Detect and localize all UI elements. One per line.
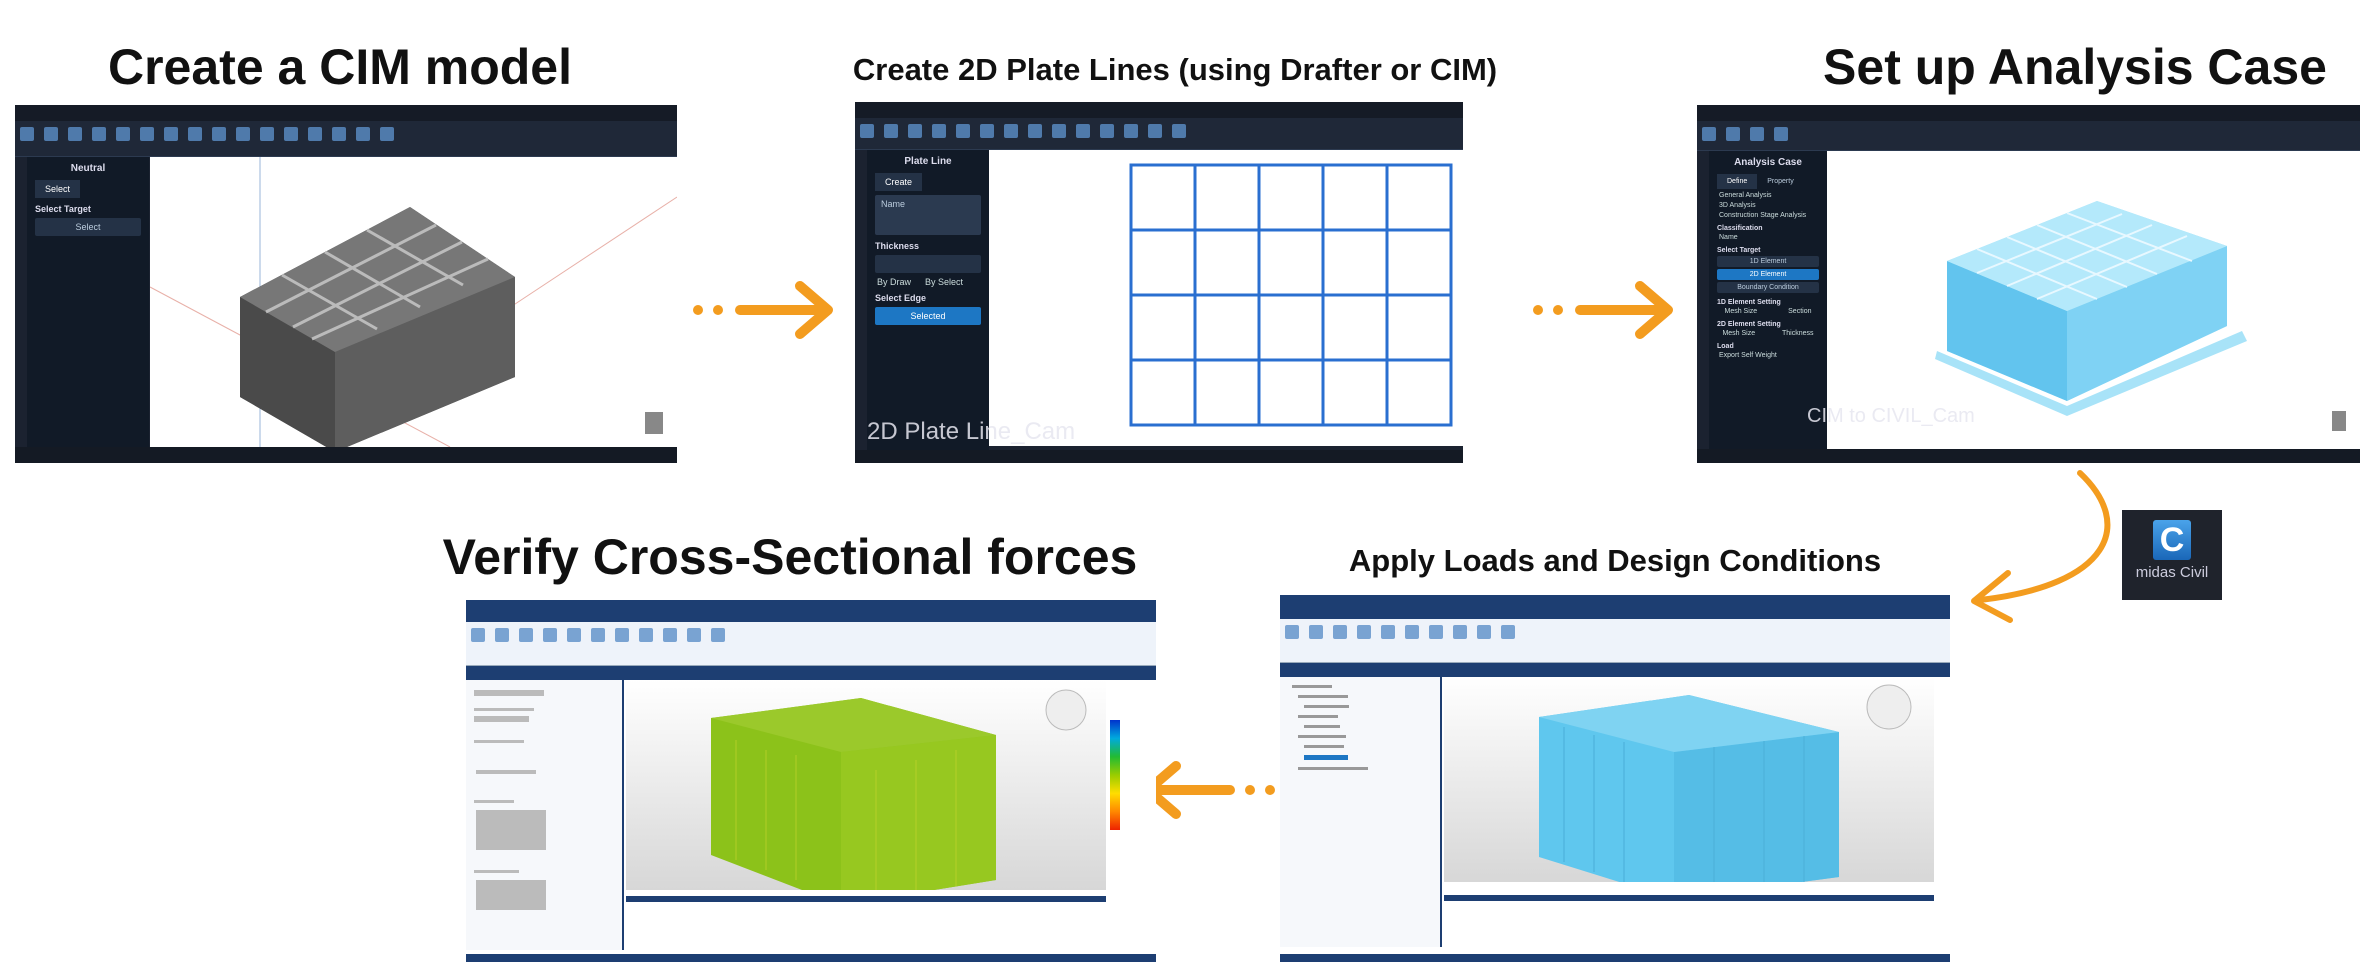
tab-property[interactable]: Property xyxy=(1767,178,1794,185)
thickness-tab[interactable]: Thickness xyxy=(1782,330,1814,337)
midas-civil-icon: C xyxy=(2153,520,2191,560)
title-bar xyxy=(1697,105,2360,121)
ribbon xyxy=(466,622,1156,666)
general-analysis-option[interactable]: General Analysis xyxy=(1719,192,1772,199)
cim-model-screenshot: Neutral Select Select Target Select xyxy=(15,105,677,463)
construction-stage-option[interactable]: Construction Stage Analysis xyxy=(1719,212,1807,219)
title-bar xyxy=(466,600,1156,622)
classification-label: Classification xyxy=(1717,225,1763,232)
name-list[interactable]: Name xyxy=(875,195,981,235)
tab-create[interactable]: Create xyxy=(875,173,923,191)
curved-arrow xyxy=(1971,470,2111,623)
arrow-right-1 xyxy=(693,281,833,339)
tab-define[interactable]: Define xyxy=(1717,174,1758,189)
side-panel: Analysis Case Define Property General Ana… xyxy=(1709,151,1827,451)
step4-title: Apply Loads and Design Conditions xyxy=(1348,543,1882,578)
selected-button[interactable]: Selected xyxy=(875,307,981,325)
panel-header: Neutral xyxy=(70,163,106,174)
view-compass-icon[interactable] xyxy=(1866,684,1912,730)
panel-header: Analysis Case xyxy=(1734,157,1802,168)
ribbon xyxy=(1280,619,1950,663)
status-bar xyxy=(1697,449,2360,463)
thickness-label: Thickness xyxy=(875,241,920,251)
export-self-weight-toggle[interactable]: Export Self Weight xyxy=(1719,352,1777,359)
2d-setting-label: 2D Element Setting xyxy=(1717,321,1781,328)
force-contour-model xyxy=(711,689,1087,905)
title-bar xyxy=(855,102,1463,118)
message-window xyxy=(626,896,1106,954)
select-edge-label: Select Edge xyxy=(875,293,927,303)
viewport[interactable] xyxy=(989,150,1463,446)
arrow-left xyxy=(1143,761,1275,819)
mesh-size-tab[interactable]: Mesh Size xyxy=(1724,308,1758,315)
side-panel: Neutral Select Select Target Select xyxy=(27,157,149,447)
select-button[interactable]: Select xyxy=(35,218,141,236)
apply-loads-screenshot xyxy=(1280,595,1950,962)
title-bar xyxy=(1280,595,1950,619)
ribbon xyxy=(15,121,677,157)
step2-title: Create 2D Plate Lines (using Drafter or … xyxy=(852,52,1498,87)
view-compass-icon[interactable] xyxy=(1045,689,1087,731)
ribbon xyxy=(855,118,1463,150)
plate-line-screenshot: Plate Line Create Name Thickness By Draw… xyxy=(855,102,1463,463)
legend-color-bar xyxy=(1110,720,1120,830)
title-bar xyxy=(15,105,677,121)
analysis-case-screenshot: Analysis Case Define Property General Ana… xyxy=(1697,105,2360,463)
step1-title: Create a CIM model xyxy=(107,39,573,95)
status-bar xyxy=(15,447,677,463)
midas-civil-logo: C midas Civil xyxy=(2122,510,2222,600)
viewport[interactable] xyxy=(1444,677,1934,899)
target-2d-element[interactable]: 2D Element xyxy=(1717,269,1819,280)
viewport[interactable] xyxy=(626,680,1106,905)
analysis-box-model xyxy=(1935,201,2346,431)
thickness-input[interactable] xyxy=(875,255,981,273)
select-target-label: Select Target xyxy=(1717,247,1761,254)
toolbar xyxy=(466,666,1156,680)
arrow-right-2 xyxy=(1533,281,1673,339)
timeline-bar[interactable] xyxy=(855,450,1463,463)
list-header: Name xyxy=(881,199,906,209)
result-options xyxy=(474,690,546,910)
viewport[interactable] xyxy=(1827,151,2360,449)
panel-header: Plate Line xyxy=(904,156,952,167)
cim-box-model xyxy=(149,157,677,452)
by-select-radio[interactable]: By Select xyxy=(925,277,964,287)
contour-legend xyxy=(1106,680,1152,890)
3d-analysis-option[interactable]: 3D Analysis xyxy=(1719,202,1756,209)
target-1d-element[interactable]: 1D Element xyxy=(1717,256,1819,267)
ribbon xyxy=(1697,121,2360,151)
tree-items xyxy=(1292,685,1368,770)
plate-line-grid xyxy=(1129,163,1453,427)
loaded-box-model xyxy=(1539,684,1912,899)
name-label: Name xyxy=(1719,234,1738,241)
section-tab[interactable]: Section xyxy=(1788,308,1812,315)
tab-select[interactable]: Select xyxy=(35,180,81,198)
by-draw-radio[interactable]: By Draw xyxy=(877,277,912,287)
view-cube-icon[interactable] xyxy=(2332,411,2346,431)
video-caption: CIM to CIVIL_Cam xyxy=(1807,405,1975,427)
step5-title: Verify Cross-Sectional forces xyxy=(442,529,1138,585)
load-label: Load xyxy=(1717,343,1734,350)
viewport[interactable] xyxy=(149,157,677,452)
target-boundary-condition[interactable]: Boundary Condition xyxy=(1717,282,1819,293)
results-panel xyxy=(466,680,624,950)
1d-setting-label: 1D Element Setting xyxy=(1717,299,1781,306)
message-window xyxy=(1444,895,1934,955)
section-select-target: Select Target xyxy=(35,204,91,214)
step3-title: Set up Analysis Case xyxy=(1823,39,2327,95)
status-bar xyxy=(466,954,1156,962)
verify-forces-screenshot xyxy=(466,600,1156,962)
toolbar xyxy=(1280,663,1950,677)
mesh-size-tab-2d[interactable]: Mesh Size xyxy=(1722,330,1756,337)
side-panel: Plate Line Create Name Thickness By Draw… xyxy=(867,150,989,450)
view-cube-icon[interactable] xyxy=(645,412,663,434)
video-caption: 2D Plate Line_Cam xyxy=(867,418,1076,445)
status-bar xyxy=(1280,954,1950,962)
logo-text: midas Civil xyxy=(2135,564,2209,581)
tree-panel xyxy=(1280,677,1442,947)
